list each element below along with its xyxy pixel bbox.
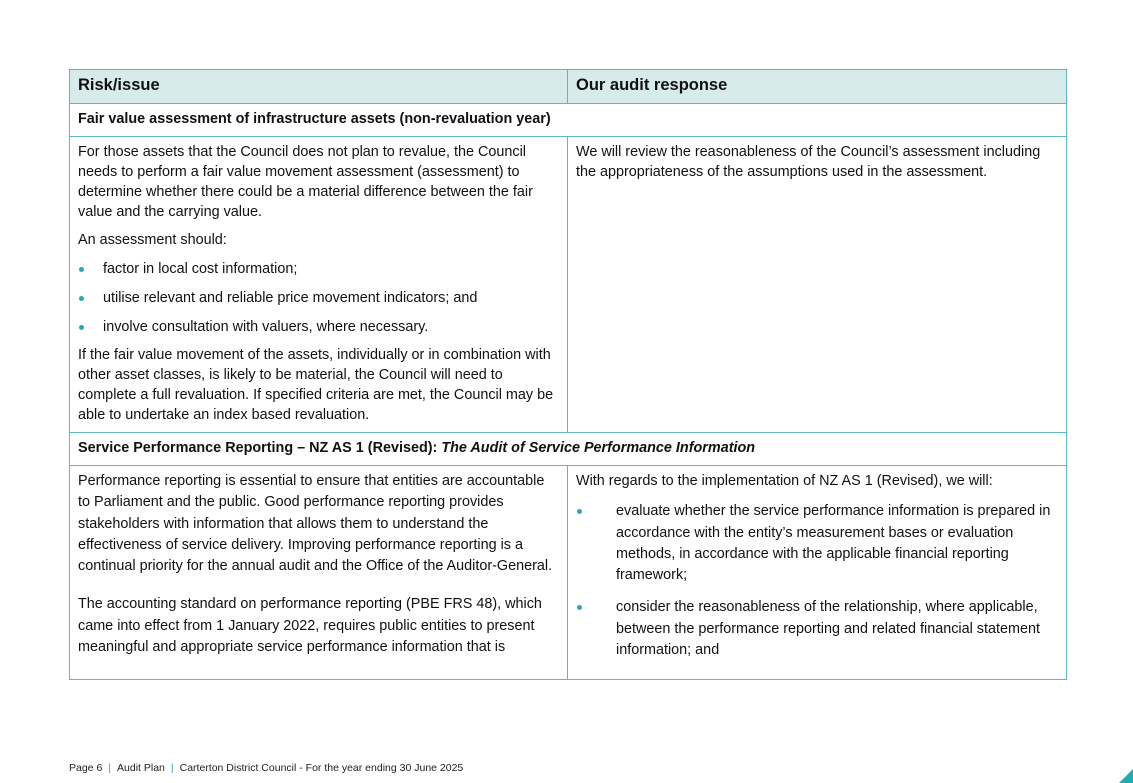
bullet-icon — [79, 325, 84, 330]
paragraph: An assessment should: — [78, 232, 227, 248]
client-name: Carterton District Council - For the yea… — [179, 762, 464, 774]
list-item: consider the reasonableness of the relat… — [576, 597, 1058, 661]
section-title-bold: Service Performance Reporting – NZ AS 1 … — [78, 440, 442, 456]
corner-accent-icon — [1119, 769, 1133, 783]
risk-cell: Performance reporting is essential to en… — [69, 465, 568, 680]
section-title-fair-value: Fair value assessment of infrastructure … — [69, 103, 1067, 137]
page-footer: Page 6 | Audit Plan | Carterton District Cou… — [69, 762, 463, 774]
paragraph: The accounting standard on performance r… — [78, 596, 542, 656]
section-row: Service Performance Reporting – NZ AS 1 … — [69, 432, 1067, 466]
bullet-list: factor in local cost information; utilis… — [78, 259, 559, 337]
paragraph: If the fair value movement of the assets… — [78, 347, 554, 423]
list-item-text: evaluate whether the service performance… — [616, 503, 1051, 584]
response-cell: We will review the reasonableness of the… — [567, 136, 1067, 433]
risk-issue-header: Risk/issue — [69, 69, 568, 104]
section-title-service-performance: Service Performance Reporting – NZ AS 1 … — [69, 432, 1067, 466]
list-item: factor in local cost information; — [78, 259, 559, 279]
footer-divider: | — [108, 762, 112, 774]
bullet-icon — [577, 605, 582, 611]
document-title: Audit Plan — [117, 762, 165, 774]
bullet-icon — [79, 296, 84, 301]
risk-cell: For those assets that the Council does n… — [69, 136, 568, 433]
section-row: Fair value assessment of infrastructure … — [69, 103, 1067, 137]
paragraph: For those assets that the Council does n… — [78, 144, 533, 220]
audit-risk-table: Risk/issue Our audit response Fair value… — [69, 69, 1067, 680]
bullet-icon — [79, 267, 84, 272]
paragraph: With regards to the implementation of NZ… — [576, 473, 993, 489]
response-cell: With regards to the implementation of NZ… — [567, 465, 1067, 680]
table-row: For those assets that the Council does n… — [69, 136, 1067, 433]
list-item-text: involve consultation with valuers, where… — [103, 319, 429, 335]
table-header-row: Risk/issue Our audit response — [69, 69, 1067, 104]
list-item-text: factor in local cost information; — [103, 261, 298, 277]
list-item-text: utilise relevant and reliable price move… — [103, 290, 478, 306]
paragraph: Performance reporting is essential to en… — [78, 473, 553, 575]
bullet-list: evaluate whether the service performance… — [576, 501, 1058, 661]
list-item: involve consultation with valuers, where… — [78, 317, 559, 337]
bullet-icon — [577, 509, 582, 515]
list-item: utilise relevant and reliable price move… — [78, 288, 559, 308]
list-item-text: consider the reasonableness of the relat… — [616, 599, 1040, 659]
audit-response-header: Our audit response — [567, 69, 1067, 104]
list-item: evaluate whether the service performance… — [576, 501, 1058, 586]
paragraph: We will review the reasonableness of the… — [576, 144, 1041, 180]
page-number: Page 6 — [69, 762, 103, 774]
footer-divider: | — [170, 762, 174, 774]
section-title-italic: The Audit of Service Performance Informa… — [441, 440, 756, 456]
table-row: Performance reporting is essential to en… — [69, 465, 1067, 680]
